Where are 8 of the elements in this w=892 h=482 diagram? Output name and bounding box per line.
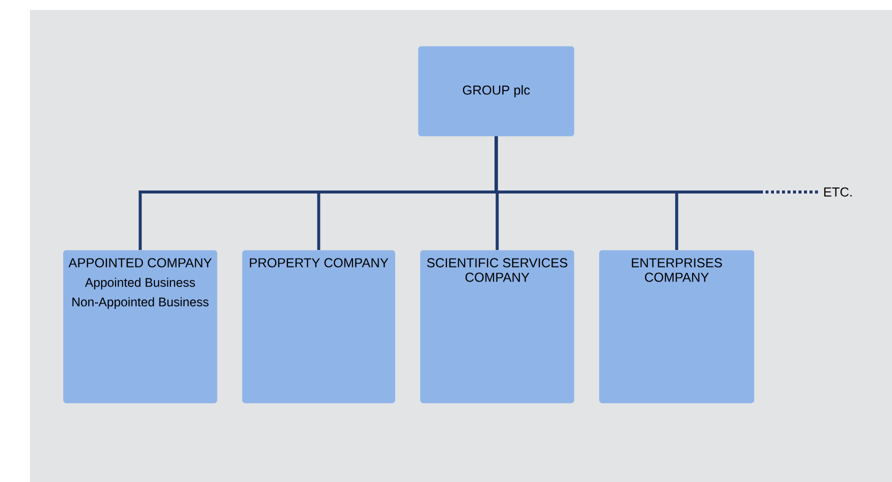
org-box: PROPERTY COMPANY xyxy=(242,250,396,404)
connector-line xyxy=(494,134,762,252)
org-box: ENTERPRISES COMPANY xyxy=(599,250,754,404)
org-box: GROUP plc xyxy=(418,46,574,136)
org-box: APPOINTED COMPANY Appointed Business Non-Appointed Business xyxy=(63,250,218,404)
org-box: SCIENTIFIC SERVICES COMPANY xyxy=(420,250,574,404)
etc-text: ETC. xyxy=(824,187,852,197)
connector-line xyxy=(760,190,818,194)
